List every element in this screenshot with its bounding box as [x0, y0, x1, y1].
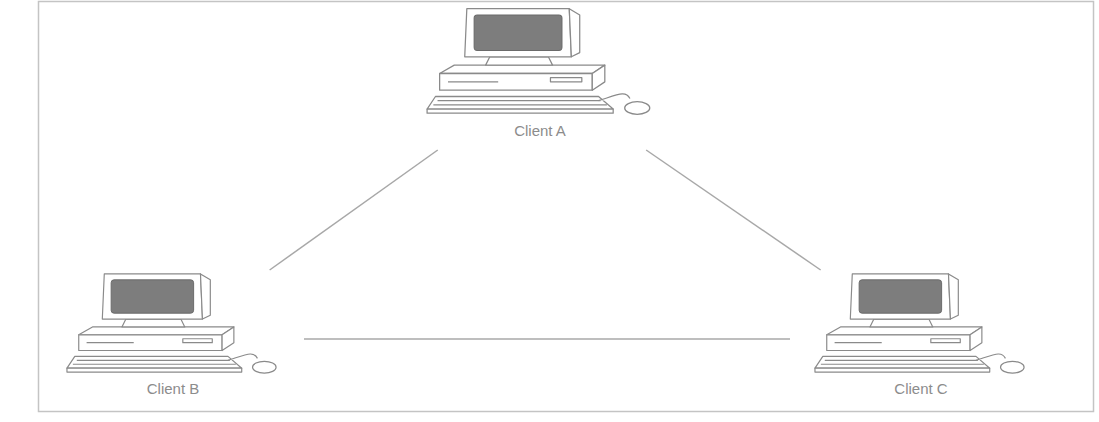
computer-illustration — [425, 4, 655, 120]
computer-icon — [790, 270, 1052, 378]
client-computer: Client A — [425, 4, 655, 150]
computer-illustration — [42, 270, 304, 378]
network-link — [646, 150, 821, 270]
network-link — [270, 150, 438, 270]
computer-icon — [425, 4, 655, 120]
client-label: Client A — [425, 122, 655, 139]
network-link — [304, 338, 790, 340]
client-label: Client B — [42, 380, 304, 397]
client-computer: Client B — [42, 270, 304, 408]
computer-icon — [42, 270, 304, 378]
client-label: Client C — [790, 380, 1052, 397]
frame-border — [39, 2, 1094, 412]
client-computer: Client C — [790, 270, 1052, 408]
computer-illustration — [790, 270, 1052, 378]
